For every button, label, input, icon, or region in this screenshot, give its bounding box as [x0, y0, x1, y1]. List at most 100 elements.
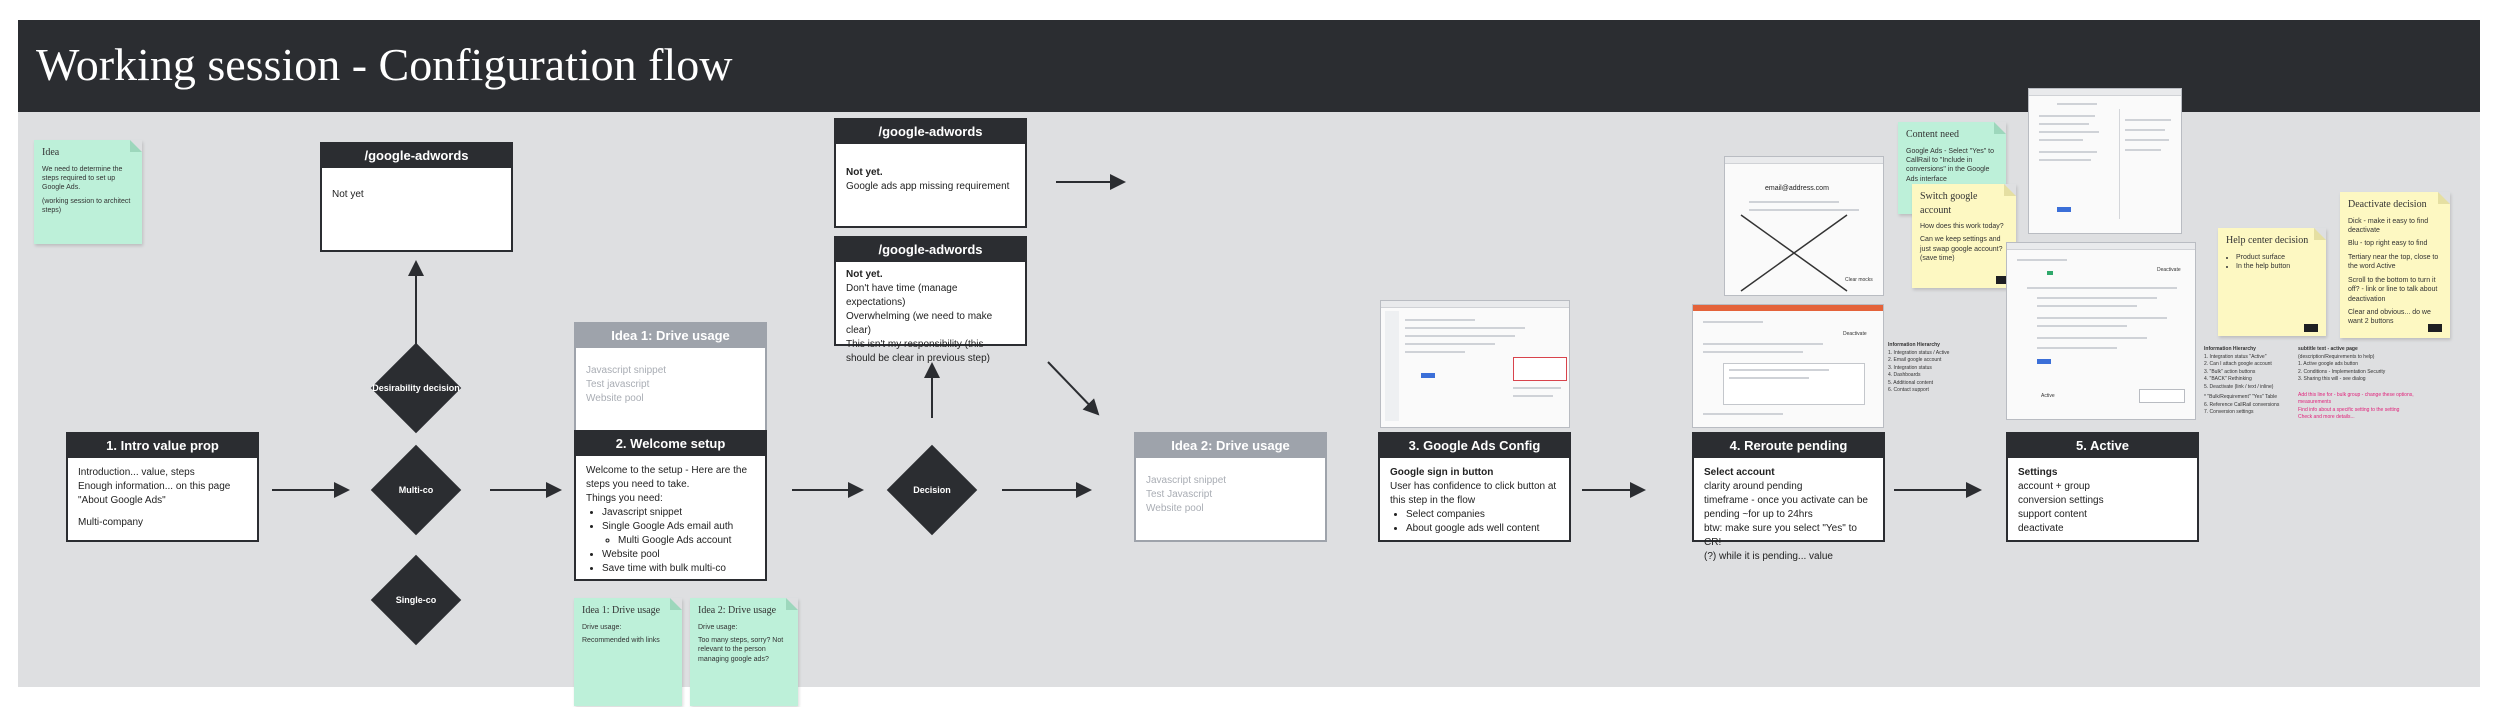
list-item: Save time with bulk multi-co: [602, 562, 755, 576]
sticky-title: Switch google account: [1920, 191, 1978, 216]
sticky-text: Tertiary near the top, close to the word…: [2348, 253, 2439, 271]
sticky-help-center-decision[interactable]: Help center decision Product surface In …: [2218, 228, 2326, 336]
mockup-deactivate: Deactivate: [2157, 267, 2181, 273]
card-title: 4. Reroute pending: [1694, 434, 1883, 458]
mockup-reroute-pending: Deactivate: [1692, 304, 1884, 428]
sticky-text: Dick - make it easy to find deactivate: [2348, 217, 2429, 234]
card-idea2-drive-usage[interactable]: Idea 2: Drive usage Javascript snippet T…: [1134, 432, 1327, 542]
notes-line: 3. Sharing this will - see dialog: [2298, 376, 2366, 382]
sticky-title: Idea: [42, 147, 60, 158]
sticky-idea1-drive-usage[interactable]: Idea 1: Drive usage Drive usage: Recomme…: [574, 598, 682, 706]
sticky-title: Idea 1: Drive usage: [582, 605, 661, 616]
sticker-mark: [2428, 324, 2442, 332]
mockup-deactivate: Deactivate: [1843, 331, 1867, 337]
card-body: Select account clarity around pending ti…: [1694, 458, 1883, 572]
mockup-clear-label: Clear mocks: [1845, 277, 1873, 283]
sticky-text: Recommended with links: [582, 636, 660, 644]
sticky-text: Scroll to the bottom to turn it off? - l…: [2348, 276, 2438, 303]
card-body: Not yet: [332, 189, 364, 200]
page-title: Working session - Configuration flow: [36, 39, 733, 90]
card-line-bold: Google sign in button: [1390, 467, 1494, 478]
card-idea1-drive-usage[interactable]: Idea 1: Drive usage Javascript snippet T…: [574, 322, 767, 432]
card-line: Welcome to the setup - Here are the step…: [586, 465, 748, 490]
mockup-active-label: Active: [2041, 393, 2055, 399]
notes-title: Information Hierarchy: [1888, 342, 1940, 348]
card-line: Javascript snippet: [1146, 475, 1227, 486]
diamond-decision[interactable]: Decision: [880, 438, 984, 542]
card-line: Overwhelming (we need to make clear): [846, 311, 993, 336]
list-item-text: Single Google Ads email auth: [602, 521, 734, 532]
card-line: Introduction... value, steps: [78, 467, 195, 478]
card-google-adwords-top[interactable]: /google-adwords Not yet: [320, 142, 513, 252]
mockup-toolbar: [2029, 89, 2181, 96]
notes-line: 1. Active google ads button: [2298, 361, 2359, 367]
notes-line: 7. Conversion settings: [2204, 409, 2254, 415]
cross-out-mark: [1740, 214, 1848, 292]
diamond-multi-co[interactable]: Multi-co: [364, 438, 468, 542]
card-line: Website pool: [1146, 503, 1204, 514]
sticky-deactivate-decision[interactable]: Deactivate decision Dick - make it easy …: [2340, 192, 2450, 338]
sticky-idea2-drive-usage[interactable]: Idea 2: Drive usage Drive usage: Too man…: [690, 598, 798, 706]
card-title: 1. Intro value prop: [68, 434, 257, 458]
card-line: timeframe - once you activate can be pen…: [1704, 495, 1868, 520]
diamond-single-co[interactable]: Single-co: [364, 548, 468, 652]
notes-information-hierarchy-2: Information Hierarchy 1. Integration sta…: [2204, 346, 2288, 417]
sticky-list: Product surface In the help button: [2226, 253, 2318, 272]
notes-line: 4. Dashboards: [1888, 372, 1921, 378]
mockup-email: email@address.com: [1765, 185, 1829, 192]
notes-line: 6. Reference CallRail conversions: [2204, 401, 2280, 408]
mockup-active-screen: Deactivate Active: [2006, 242, 2196, 420]
card-google-ads-config[interactable]: 3. Google Ads Config Google sign in butt…: [1378, 432, 1571, 542]
card-line: Website pool: [586, 393, 644, 404]
sticky-text: How does this work today?: [1920, 223, 2004, 230]
notes-line: 5. Deactivate (link / text / inline): [2204, 383, 2274, 390]
notes-line: 4. "BACK" Rethinking: [2204, 376, 2252, 382]
card-reroute-pending[interactable]: 4. Reroute pending Select account clarit…: [1692, 432, 1885, 562]
card-title: 5. Active: [2008, 434, 2197, 458]
sticky-text: Clear and obvious... do we want 2 button…: [2348, 309, 2431, 326]
card-title: /google-adwords: [836, 238, 1025, 262]
card-line: clarity around pending: [1704, 481, 1803, 492]
card-google-adwords-b[interactable]: /google-adwords Not yet. Don't have time…: [834, 236, 1027, 364]
card-body: Google sign in button User has confidenc…: [1380, 458, 1569, 544]
notes-line: 6. Contact support: [1888, 387, 1929, 393]
notes-line: 2. Can I attach google account: [2204, 361, 2272, 367]
sticky-text: We need to determine the steps required …: [42, 165, 123, 192]
card-active[interactable]: 5. Active Settings account + group conve…: [2006, 432, 2199, 542]
sticky-text: Too many steps, sorry? Not relevant to t…: [698, 636, 784, 663]
notes-line: 3. "Bulk" action buttons: [2204, 368, 2256, 375]
notes-line-highlight: Add this line for - bulk group - change …: [2298, 391, 2414, 406]
card-line: btw: make sure you select "Yes" to CR!: [1704, 523, 1857, 548]
mockup-toolbar: [1381, 301, 1569, 308]
sticky-text: Can we keep settings and just swap googl…: [1920, 236, 2003, 263]
sticky-title: Idea 2: Drive usage: [698, 605, 777, 616]
notes-line: subtitle text - active page: [2298, 346, 2358, 352]
diamond-desirability-decision[interactable]: Desirability decision: [364, 336, 468, 440]
card-title: 3. Google Ads Config: [1380, 434, 1569, 458]
notes-subtitle-text: subtitle text - active page (description…: [2298, 346, 2448, 422]
card-line: User has confidence to click button at t…: [1390, 481, 1557, 506]
notes-line: 3. Integration status: [1888, 364, 1932, 371]
mockup-google-ads-config: [1380, 300, 1570, 428]
list-item: Website pool: [602, 548, 755, 562]
mockup-toolbar: [1725, 157, 1883, 164]
list-item: Javascript snippet: [602, 506, 755, 520]
notes-line-highlight: Check and more details...: [2298, 414, 2355, 420]
card-line-bold: Not yet.: [846, 269, 883, 280]
list-item: About google ads well content: [1406, 522, 1559, 536]
card-title: /google-adwords: [322, 144, 511, 168]
card-body: Javascript snippet Test Javascript Websi…: [1136, 458, 1325, 524]
notes-line: 1. Integration status "Active": [2204, 353, 2267, 360]
card-line: Don't have time (manage expectations): [846, 283, 958, 308]
sticky-text: Blu - top right easy to find: [2348, 240, 2428, 248]
card-list: Select companies About google ads well c…: [1390, 508, 1559, 536]
card-line: Things you need:: [586, 493, 663, 504]
card-intro-value-prop[interactable]: 1. Intro value prop Introduction... valu…: [66, 432, 259, 542]
card-welcome-setup[interactable]: 2. Welcome setup Welcome to the setup - …: [574, 430, 767, 581]
sticky-idea[interactable]: Idea We need to determine the steps requ…: [34, 140, 142, 244]
sticky-switch-google-account[interactable]: Switch google account How does this work…: [1912, 184, 2016, 288]
card-line: Test Javascript: [1146, 489, 1213, 500]
notes-line: (description/Requirements to help): [2298, 353, 2375, 360]
card-google-adwords-a[interactable]: /google-adwords Not yet. Google ads app …: [834, 118, 1027, 228]
